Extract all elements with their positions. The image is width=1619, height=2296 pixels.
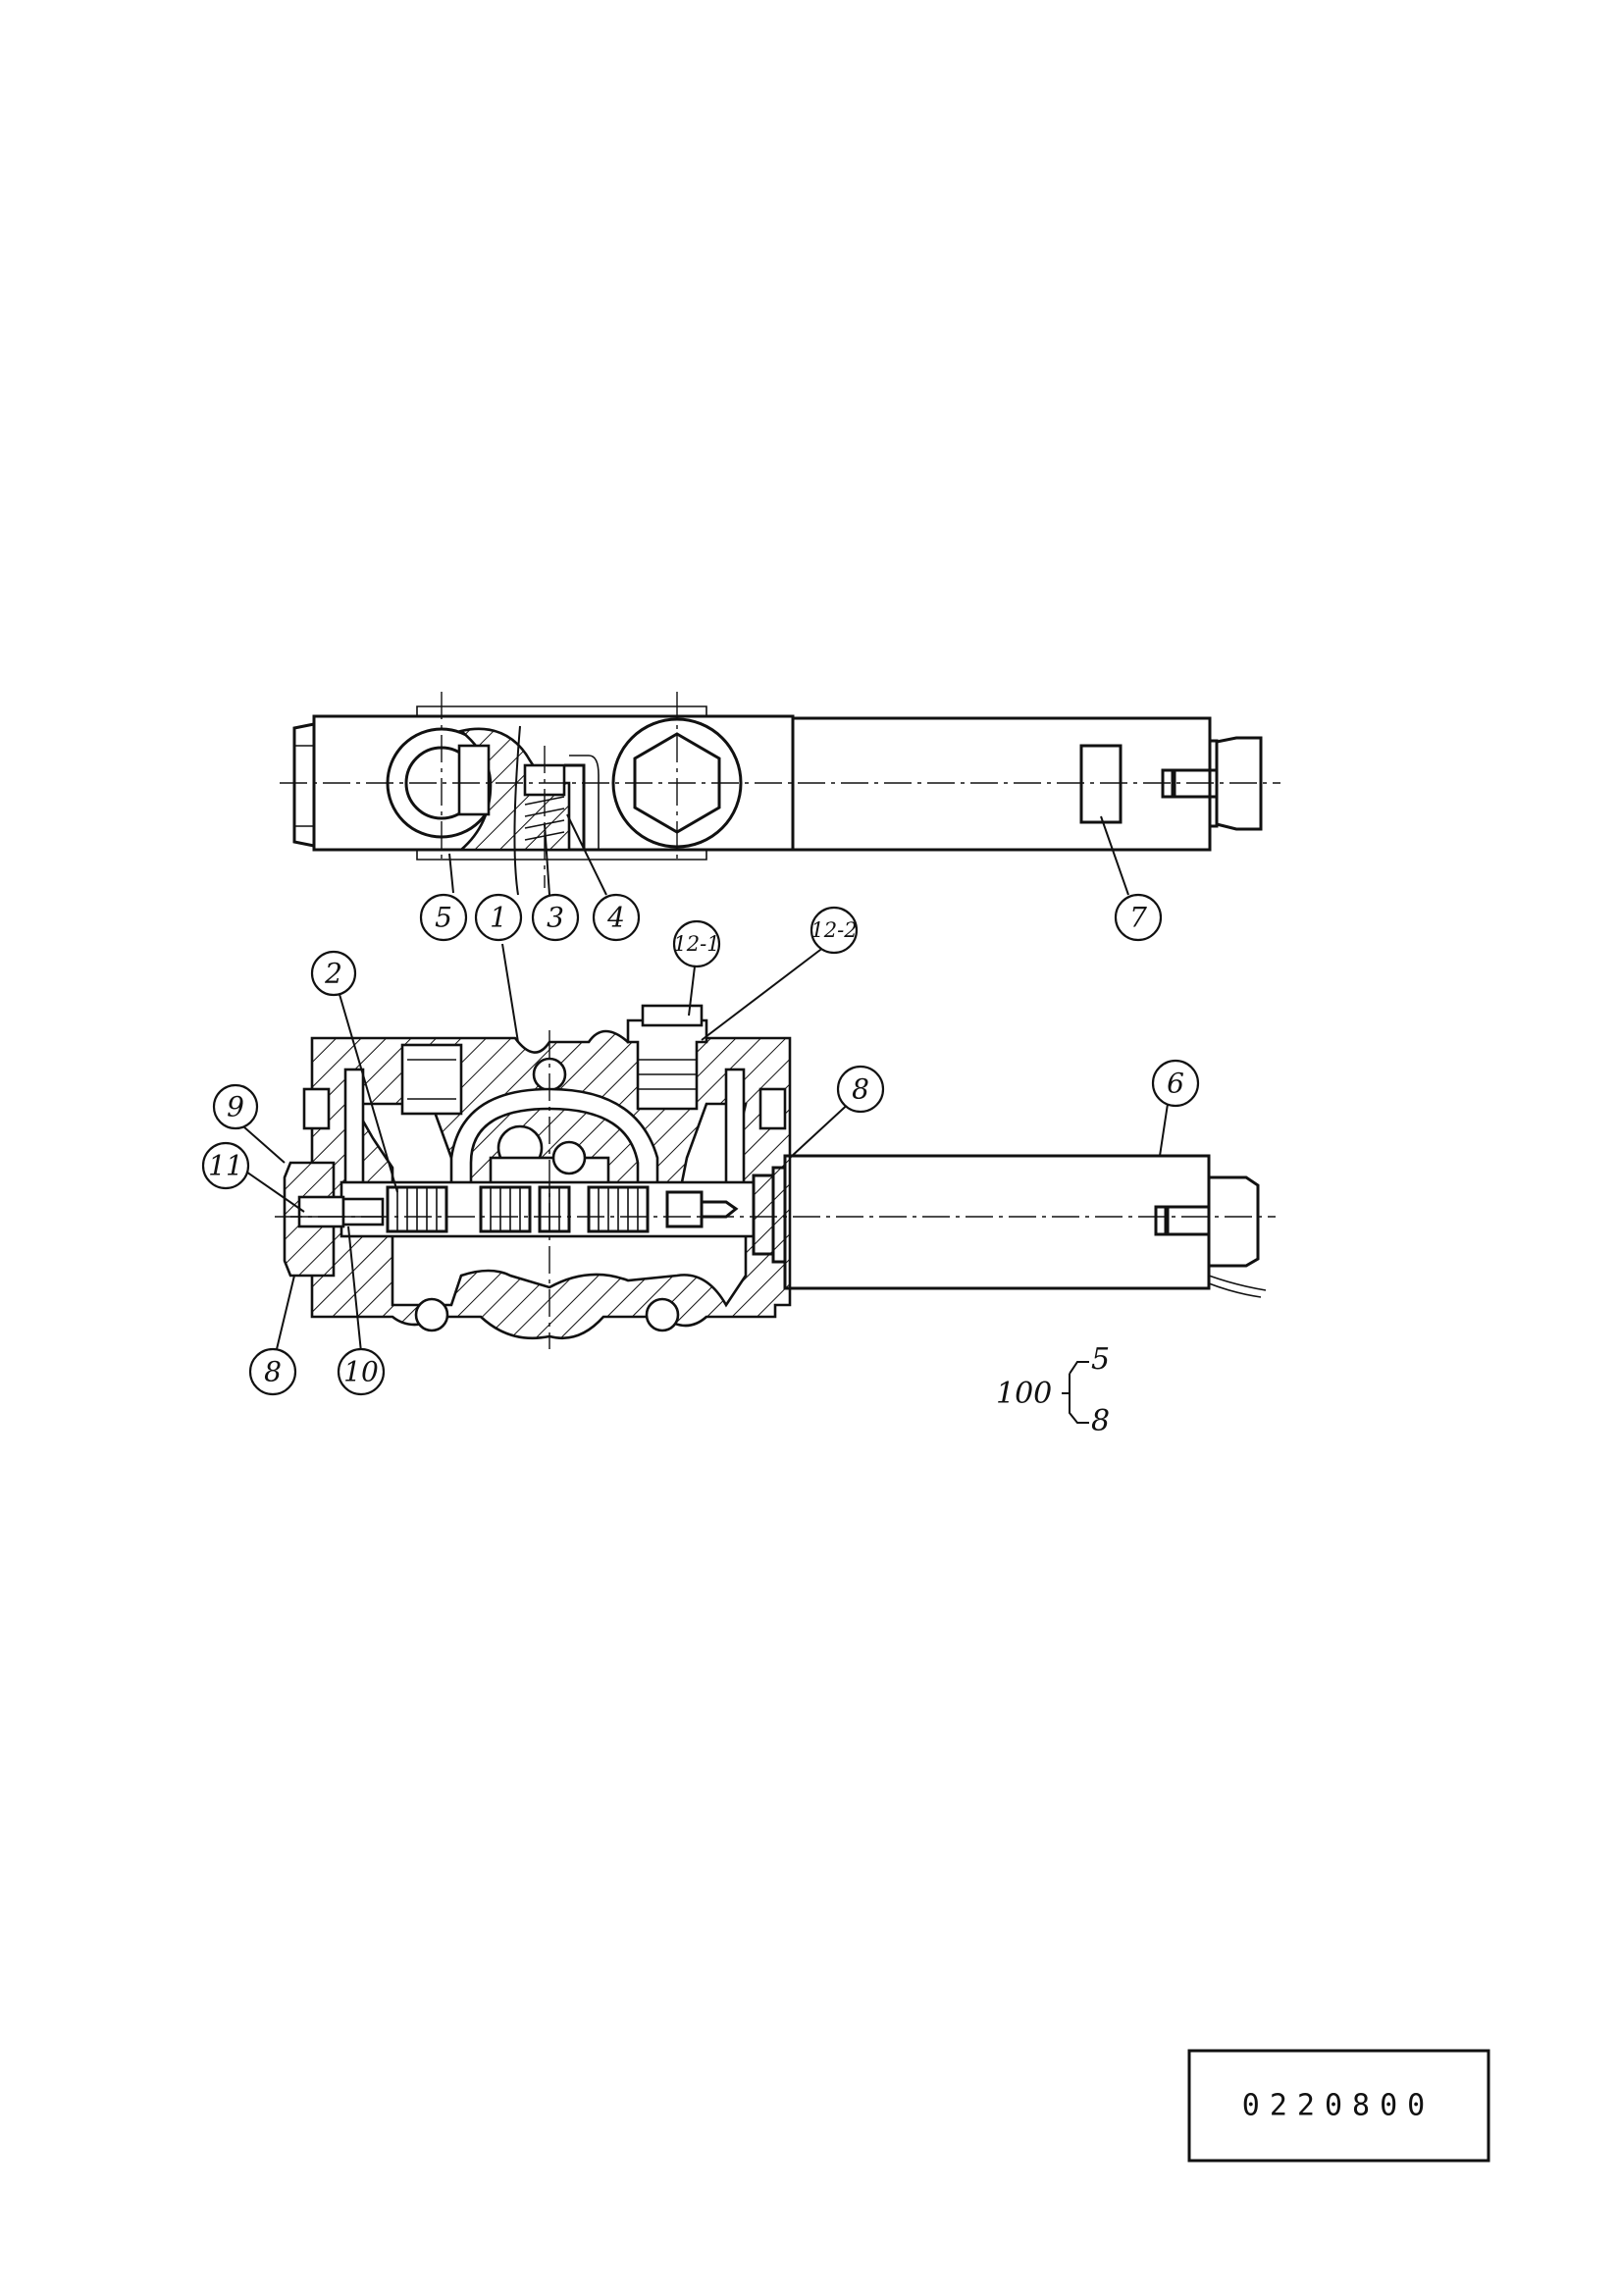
balloon-8-left: 8: [248, 1347, 297, 1396]
balloon-6: 6: [1151, 1059, 1200, 1108]
balloon-11: 11: [201, 1141, 250, 1190]
balloon-label: 1: [490, 902, 507, 934]
balloon-7-top: 7: [1114, 893, 1163, 942]
balloon-label: 9: [227, 1091, 244, 1123]
document-number: 0220800: [1242, 2089, 1435, 2123]
balloon-8-right: 8: [836, 1065, 885, 1114]
balloon-label: 8: [264, 1356, 282, 1388]
balloon-label: 7: [1129, 902, 1147, 934]
balloon-label: 4: [606, 902, 625, 934]
section-view-callouts: 2 12-1 12-2 9 11 8 6 8: [201, 906, 1200, 1396]
balloon-10: 10: [337, 1347, 386, 1396]
legend-child-1: 5: [1091, 1342, 1110, 1377]
balloon-5-top: 5: [419, 893, 468, 942]
assembly-legend: 100 5 8: [996, 1342, 1110, 1438]
balloon-label: 12-2: [810, 918, 857, 942]
balloon-label: 3: [547, 902, 564, 934]
balloon-3-top: 3: [531, 893, 580, 942]
balloon-12-2: 12-2: [810, 906, 859, 955]
top-view-callouts: 5 1 3 4 7: [419, 725, 1163, 942]
balloon-label: 6: [1167, 1068, 1184, 1100]
balloon-label: 11: [208, 1150, 243, 1182]
balloon-12-1: 12-1: [672, 919, 721, 968]
balloon-1-top: 1: [474, 893, 523, 942]
document-number-box: 0220800: [1187, 2049, 1490, 2163]
balloon-label: 8: [852, 1073, 869, 1106]
balloon-label: 10: [343, 1356, 379, 1388]
balloon-9: 9: [212, 1083, 259, 1130]
legend-parent: 100: [996, 1377, 1052, 1411]
balloon-label: 2: [324, 958, 342, 990]
balloon-2: 2: [310, 950, 357, 997]
balloon-4-top: 4: [592, 893, 641, 942]
balloon-label: 12-1: [673, 932, 719, 956]
balloon-label: 5: [435, 902, 452, 934]
legend-child-2: 8: [1091, 1404, 1110, 1438]
section-view: [275, 1004, 1276, 1349]
top-view: [280, 692, 1280, 888]
